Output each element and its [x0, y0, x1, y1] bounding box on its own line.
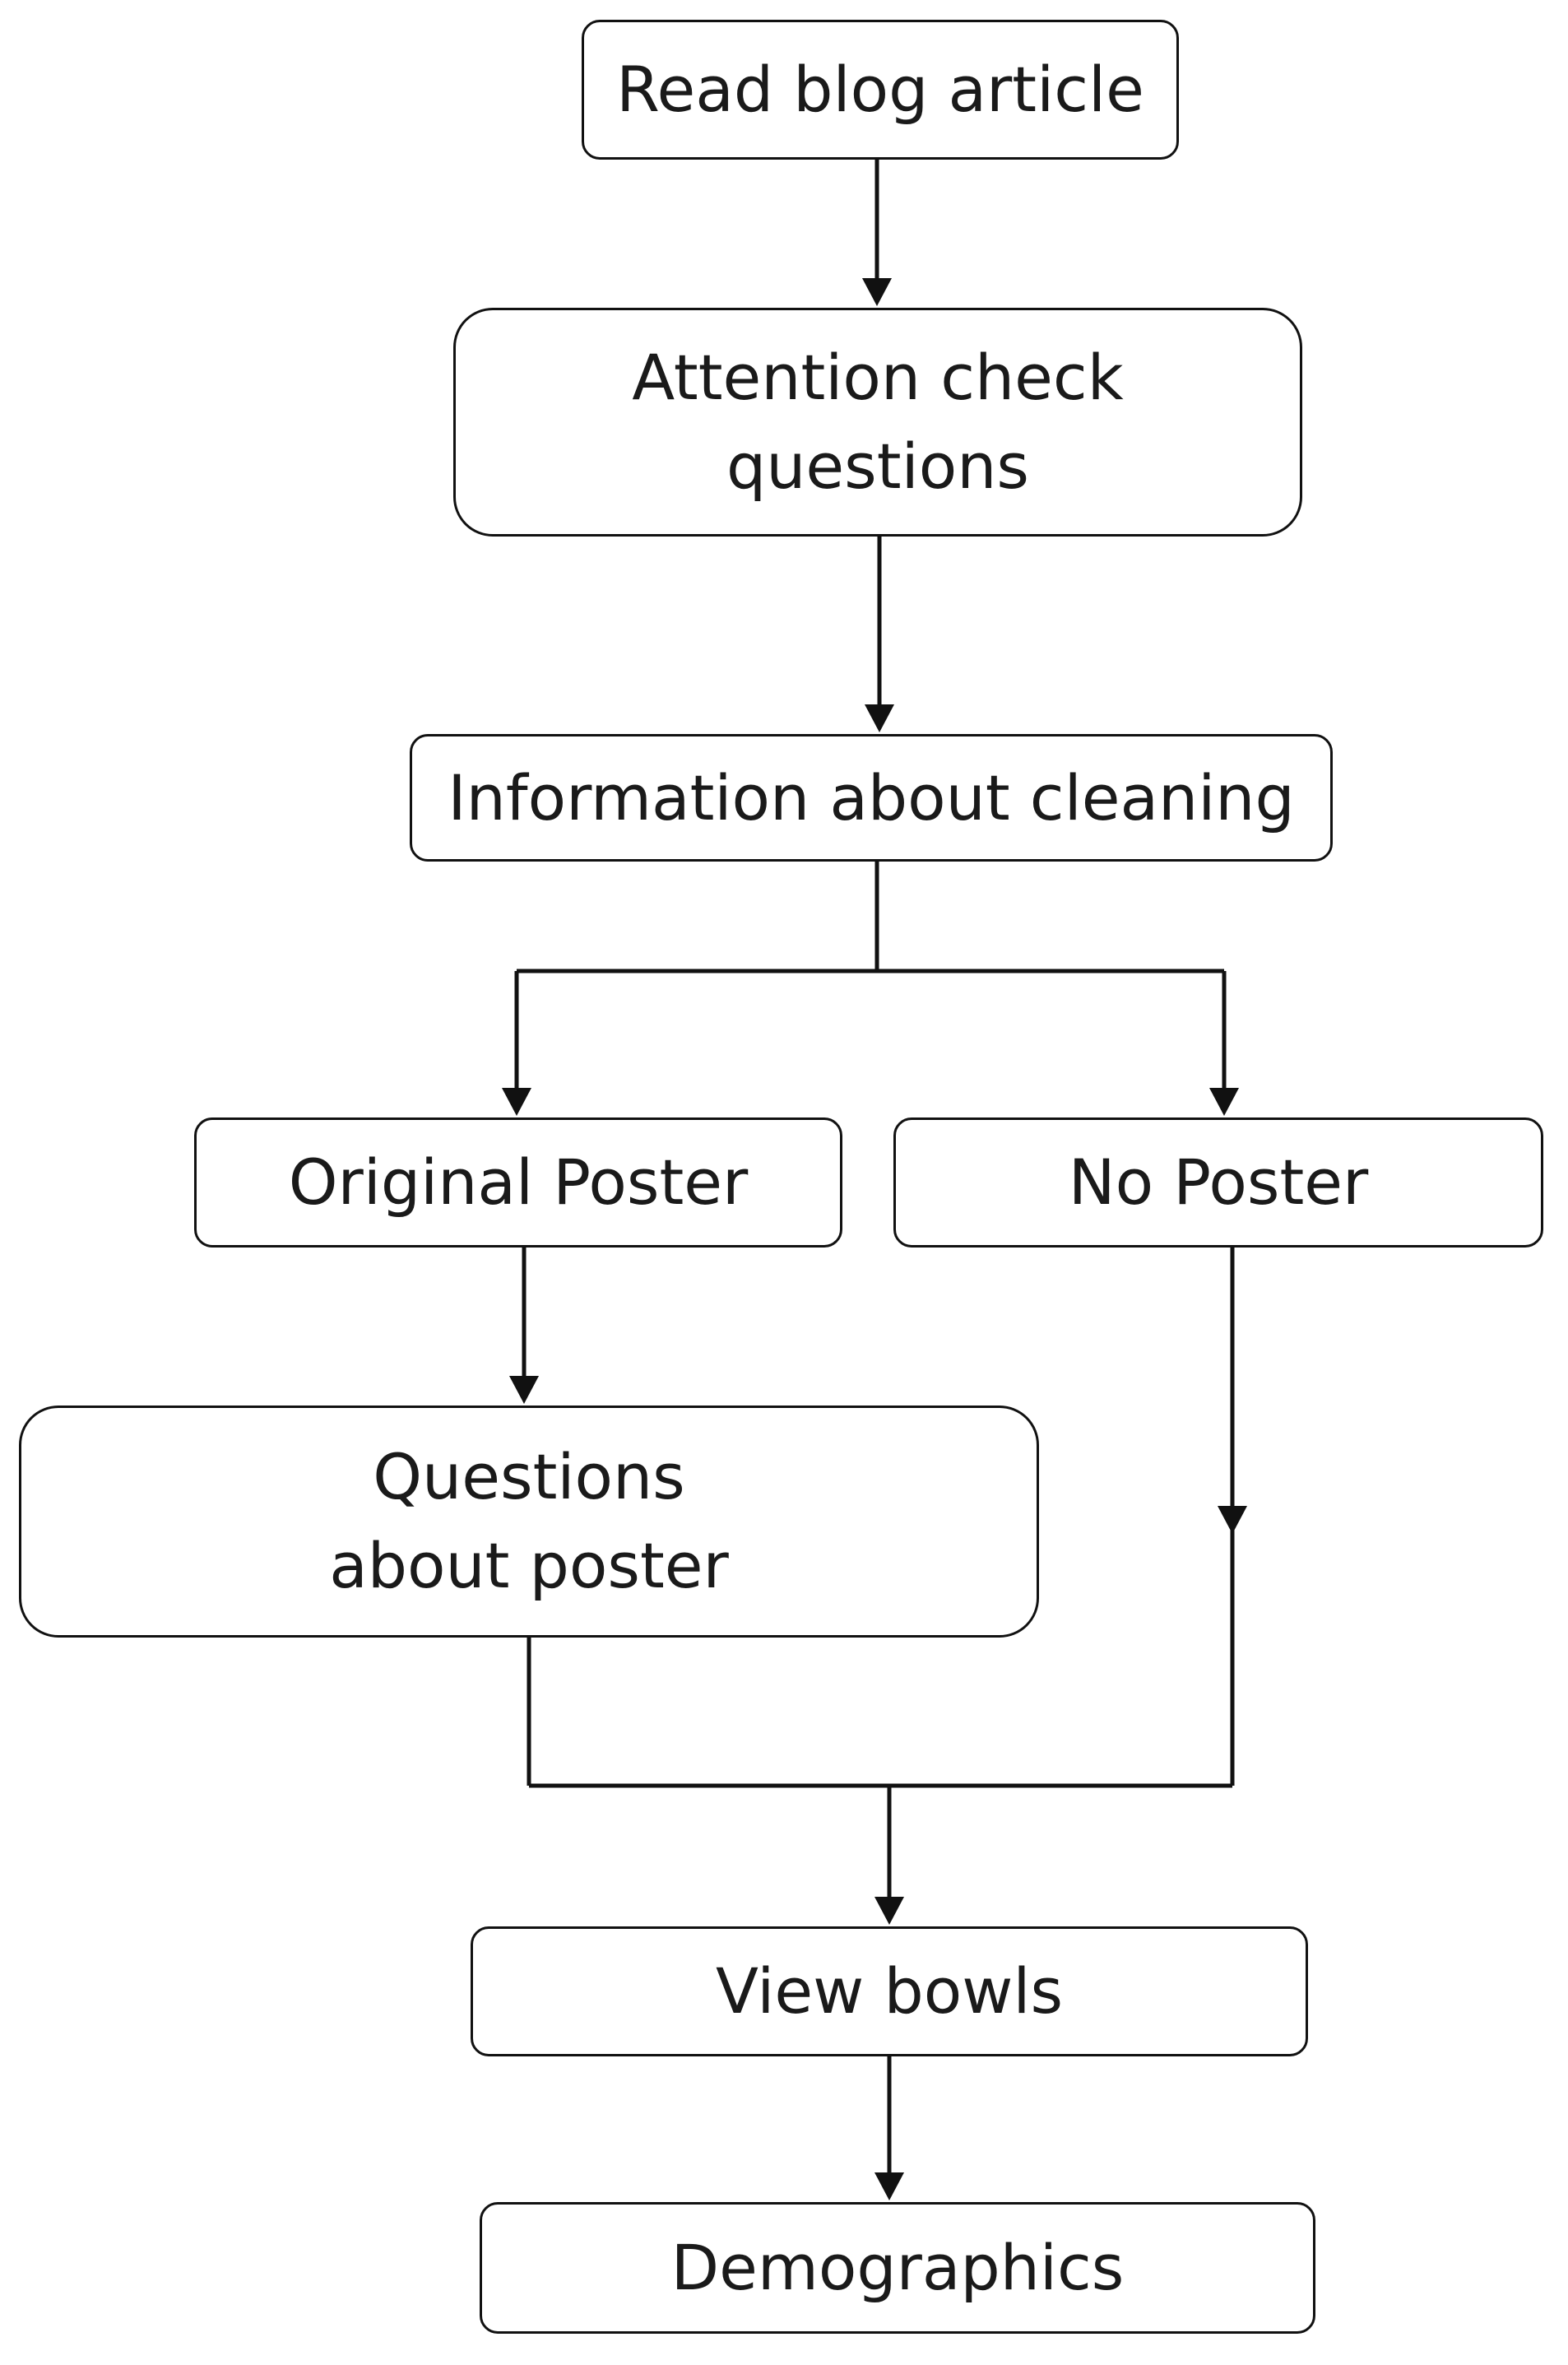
node-read-blog-article: Read blog article — [582, 20, 1179, 160]
arrowhead-questions — [509, 1376, 539, 1404]
node-no-poster: No Poster — [893, 1117, 1543, 1248]
node-label-line-1: Attention check — [632, 341, 1124, 415]
node-label: Read blog article — [616, 53, 1144, 127]
arrowhead-view-bowls — [874, 1897, 904, 1925]
node-label: Demographics — [670, 2231, 1125, 2305]
node-questions-about-poster: Questions about poster — [19, 1406, 1039, 1638]
node-view-bowls: View bowls — [471, 1926, 1308, 2056]
arrowhead-original-poster — [502, 1088, 531, 1116]
node-label: No Poster — [1068, 1145, 1369, 1220]
node-label: Information about cleaning — [448, 760, 1295, 834]
node-original-poster: Original Poster — [194, 1117, 842, 1248]
arrowhead-no-poster — [1209, 1088, 1239, 1116]
arrowhead-no-poster-mid — [1218, 1506, 1247, 1534]
node-information-about-cleaning: Information about cleaning — [410, 734, 1333, 862]
node-label-line-2: about poster — [329, 1529, 729, 1602]
edge-information-split — [514, 862, 1227, 1090]
node-demographics: Demographics — [480, 2202, 1315, 2334]
node-label-line-2: questions — [726, 430, 1029, 503]
node-label: View bowls — [715, 1954, 1064, 2028]
node-label: Original Poster — [288, 1145, 749, 1220]
node-attention-check: Attention check questions — [453, 308, 1302, 537]
arrowhead-information — [865, 704, 894, 732]
node-label-line-1: Questions — [373, 1440, 685, 1514]
arrowhead-attention — [862, 278, 892, 306]
arrowhead-demographics — [874, 2172, 904, 2200]
